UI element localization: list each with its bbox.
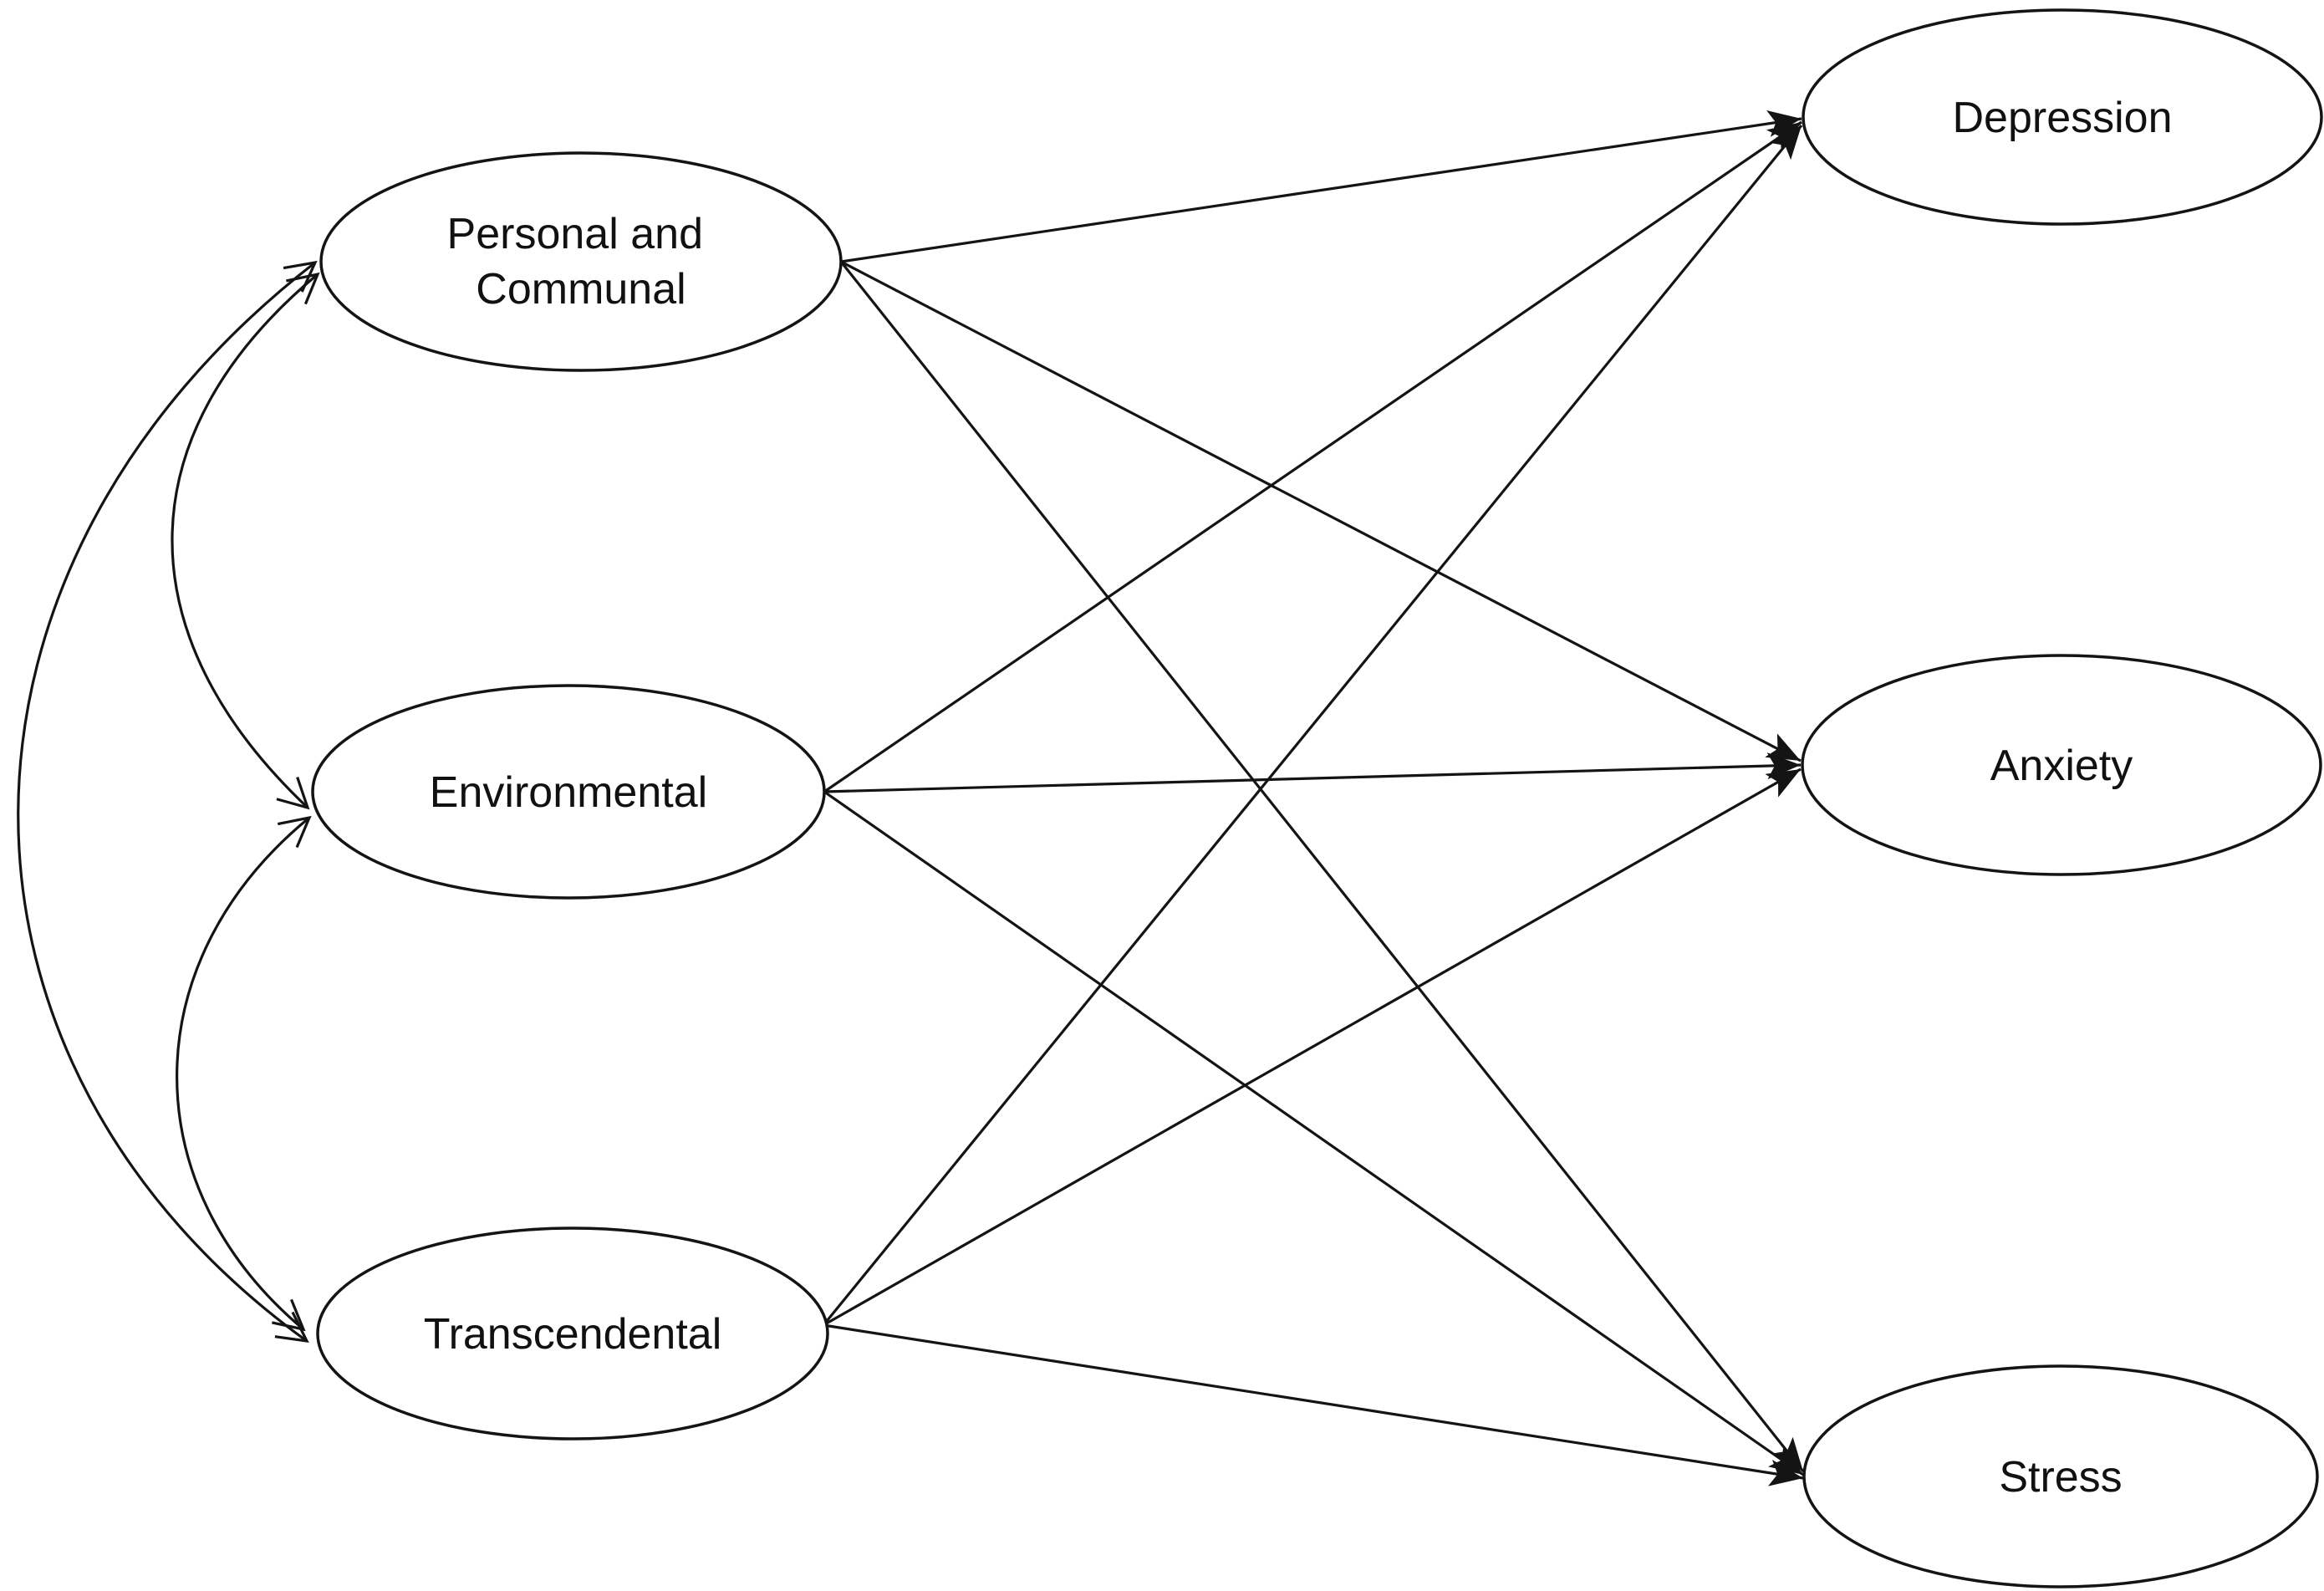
edge-personal-communal-to-depression: [840, 110, 1802, 263]
covariance-personal-communal-transcendental: [17, 260, 318, 1344]
node-anxiety: Anxiety: [1801, 654, 2322, 876]
node-anxiety-ellipse: [1801, 654, 2322, 876]
covariance-personal-communal-environmental: [171, 272, 320, 810]
directed-edges: [822, 110, 1805, 1486]
node-transcendental-ellipse: [316, 1226, 829, 1441]
edge-environmental-to-anxiety: [823, 752, 1802, 793]
covariance-environmental-transcendental: [176, 815, 312, 1332]
node-stress: Stress: [1802, 1364, 2319, 1588]
edge-environmental-to-depression: [823, 120, 1802, 793]
node-environmental: Environmental: [311, 684, 826, 900]
edge-transcendental-to-anxiety: [823, 767, 1802, 1327]
node-depression-ellipse: [1802, 8, 2323, 226]
covariance-edges: [17, 260, 320, 1344]
node-environmental-ellipse: [311, 684, 826, 900]
node-stress-ellipse: [1802, 1364, 2319, 1588]
node-transcendental-label: Transcendental: [424, 1310, 722, 1359]
node-transcendental: Transcendental: [316, 1226, 829, 1441]
node-environmental-label: Environmental: [430, 768, 707, 817]
node-personal-communal-label: Personal and Communal: [447, 210, 716, 314]
node-personal-communal-ellipse: [319, 151, 843, 372]
edge-environmental-to-stress: [823, 790, 1804, 1476]
edge-personal-communal-to-stress: [839, 261, 1805, 1472]
edge-transcendental-to-depression: [822, 124, 1803, 1327]
node-depression: Depression: [1802, 8, 2323, 226]
node-depression-label: Depression: [1952, 94, 2172, 142]
node-personal-communal: Personal and Communal: [319, 151, 843, 372]
edge-transcendental-to-stress: [823, 1323, 1804, 1486]
edge-personal-communal-to-anxiety: [840, 260, 1802, 762]
node-stress-label: Stress: [1999, 1453, 2122, 1502]
node-anxiety-label: Anxiety: [1990, 742, 2133, 790]
